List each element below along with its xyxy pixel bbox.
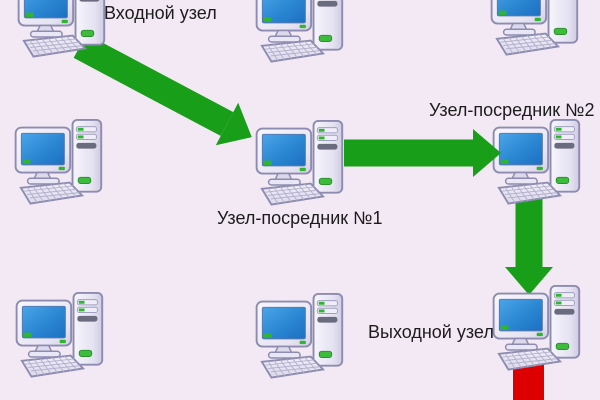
computer-node: [255, 292, 351, 380]
label-exit-node: Выходной узел: [368, 322, 494, 342]
arrow-relay1-to-relay2: [344, 129, 501, 177]
computer-node: [14, 118, 110, 206]
computer-node: [490, 0, 586, 57]
computer-node-relay2: [492, 118, 588, 206]
label-relay-node-2: Узел-посредник №2: [429, 100, 595, 120]
computer-node: [255, 0, 351, 64]
computer-node-exit: [492, 284, 588, 372]
label-entry-node: Входной узел: [104, 3, 217, 23]
computer-node: [15, 291, 111, 379]
computer-node-entry: [17, 0, 113, 59]
computer-node-relay1: [255, 119, 351, 207]
arrow-relay2-to-exit: [505, 198, 553, 295]
label-relay-node-1: Узел-посредник №1: [217, 208, 383, 228]
